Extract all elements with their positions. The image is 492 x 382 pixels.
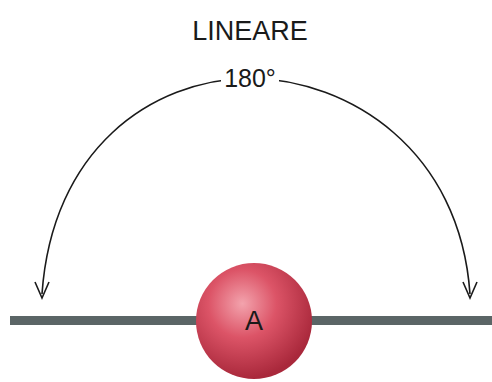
arrow-head (463, 282, 477, 298)
atom-sphere: A (195, 262, 313, 380)
arrow-head (35, 282, 49, 298)
atom-label: A (245, 306, 263, 337)
angle-arc (42, 78, 470, 294)
sphere-fill (196, 263, 312, 379)
title: LINEARE (192, 16, 308, 47)
angle-label: 180° (221, 64, 279, 93)
